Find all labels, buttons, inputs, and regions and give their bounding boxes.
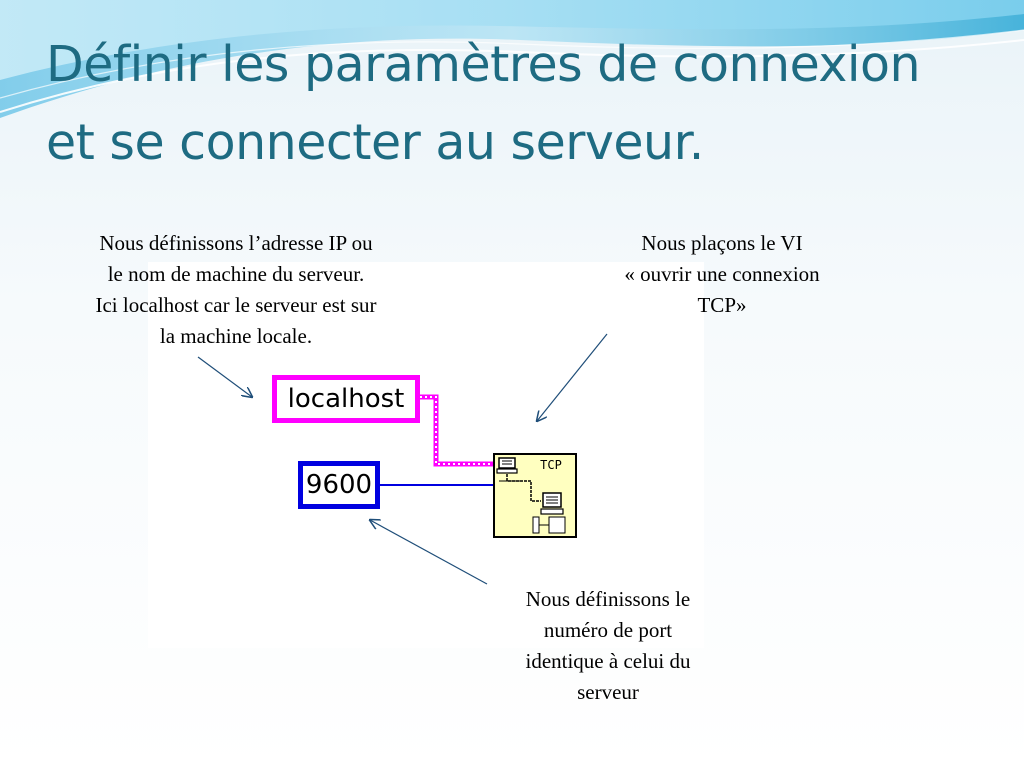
arrow-to-port <box>370 520 488 585</box>
arrow-to-localhost <box>197 356 252 397</box>
note-line: Nous définissons l’adresse IP ou <box>99 231 373 255</box>
slide-title-line-1: Définir les paramètres de connexion <box>46 36 921 93</box>
arrow-to-tcp-vi <box>537 333 608 421</box>
note-line: Ici localhost car le serveur est sur <box>95 293 377 317</box>
numeric-constant-port[interactable]: 9600 <box>298 461 380 509</box>
note-line: Nous définissons le <box>525 587 691 611</box>
note-line: Nous plaçons le VI <box>641 231 803 255</box>
numeric-constant-value: 9600 <box>305 470 373 500</box>
note-line: le nom de machine du serveur. <box>107 262 365 286</box>
note-line: « ouvrir une connexion <box>624 262 820 286</box>
note-ip-address: Nous définissons l’adresse IP ou le nom … <box>50 228 422 352</box>
decorative-wave <box>0 0 1024 118</box>
string-wire[interactable] <box>420 394 494 467</box>
slide-title-line-2: et se connecter au serveur. <box>46 114 704 171</box>
note-open-tcp-vi: Nous plaçons le VI « ouvrir une connexio… <box>582 228 862 321</box>
tcp-open-connection-vi-icon[interactable]: TCP <box>493 453 577 538</box>
note-line: identique à celui du <box>525 649 691 673</box>
tcp-vi-label: TCP <box>540 458 562 472</box>
block-diagram-panel <box>148 262 704 648</box>
note-line: serveur <box>577 680 639 704</box>
slide-title: Définir les paramètres de connexion et s… <box>46 26 1006 182</box>
note-port-number: Nous définissons le numéro de port ident… <box>488 584 728 708</box>
string-constant-localhost[interactable]: localhost <box>272 375 420 423</box>
note-line: TCP» <box>697 293 747 317</box>
note-line: la machine locale. <box>159 324 313 348</box>
string-constant-value: localhost <box>287 384 405 414</box>
note-line: numéro de port <box>543 618 673 642</box>
